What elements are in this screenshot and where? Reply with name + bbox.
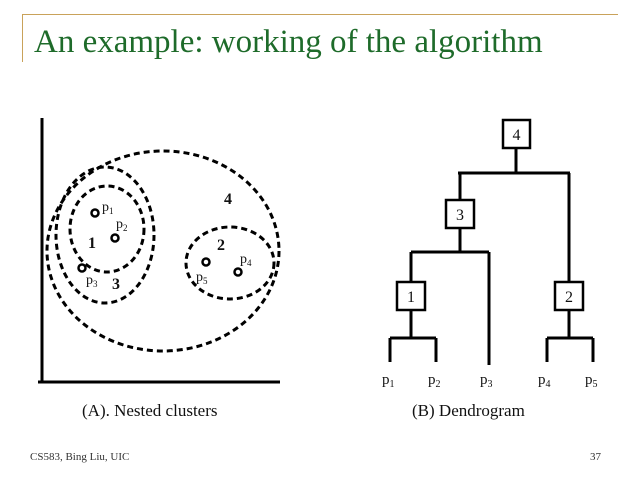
cluster-3-outline bbox=[54, 165, 156, 305]
cluster-label-2: 2 bbox=[217, 237, 225, 254]
dendrogram-caption: (B) Dendrogram bbox=[412, 401, 525, 420]
slide-frame-left bbox=[22, 14, 23, 62]
dendro-leaf-label-p1: p1 bbox=[382, 372, 395, 390]
point-p2 bbox=[110, 233, 120, 243]
point-label-p3: p3 bbox=[86, 273, 98, 289]
dendro-leaf-label-p4: p4 bbox=[538, 372, 551, 390]
dendro-node-3 bbox=[444, 198, 476, 230]
dendro-leaf-label-p2: p2 bbox=[428, 372, 441, 390]
point-p1 bbox=[90, 208, 100, 218]
point-p3 bbox=[77, 263, 87, 273]
dendro-node-label-4: 4 bbox=[513, 127, 521, 144]
point-label-p2: p2 bbox=[116, 217, 128, 233]
dendro-node-label-2: 2 bbox=[565, 289, 573, 306]
point-label-p5: p5 bbox=[196, 270, 208, 286]
point-label-p4: p4 bbox=[240, 252, 252, 268]
dendro-node-4 bbox=[501, 118, 532, 150]
cluster-label-4: 4 bbox=[224, 191, 232, 208]
dendro-leaf-label-p3: p3 bbox=[480, 372, 493, 390]
dendro-node-2 bbox=[553, 280, 585, 312]
dendro-node-1 bbox=[395, 280, 427, 312]
point-p5 bbox=[201, 257, 211, 267]
cluster-label-1: 1 bbox=[88, 235, 96, 252]
nested-clusters-caption: (A). Nested clusters bbox=[82, 401, 218, 420]
point-label-p1: p1 bbox=[102, 200, 114, 216]
cluster-label-3: 3 bbox=[112, 276, 120, 293]
slide-footer-course: CS583, Bing Liu, UIC bbox=[30, 451, 130, 463]
dendro-node-label-1: 1 bbox=[407, 289, 415, 306]
cluster-4-outline bbox=[45, 149, 281, 353]
cluster-1-outline bbox=[68, 184, 146, 274]
dendro-leaf-label-p5: p5 bbox=[585, 372, 598, 390]
point-p4 bbox=[233, 267, 243, 277]
dendro-node-label-3: 3 bbox=[456, 207, 464, 224]
slide-frame-top bbox=[22, 14, 618, 15]
slide-title: An example: working of the algorithm bbox=[34, 24, 543, 60]
cluster-2-outline bbox=[184, 225, 276, 301]
slide-page-number: 37 bbox=[590, 451, 601, 463]
